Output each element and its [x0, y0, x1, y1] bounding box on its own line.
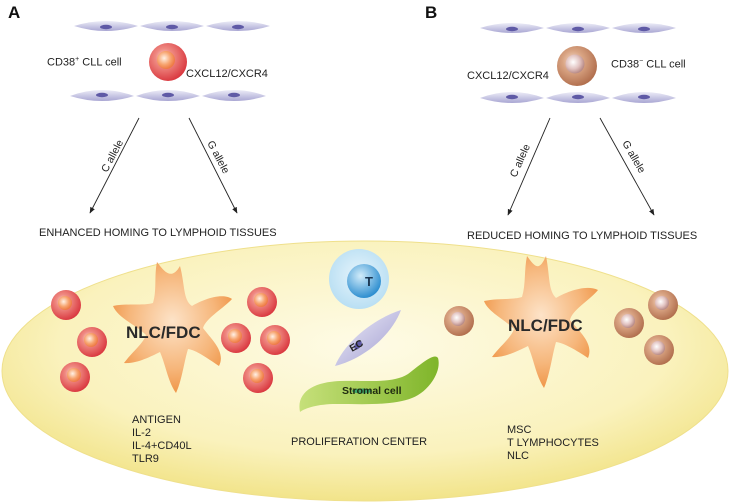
signal-item: MSC: [507, 424, 532, 436]
signal-item: T LYMPHOCYTES: [507, 437, 599, 449]
signal-item: NLC: [507, 450, 530, 462]
receptor-label-a: CXCL12/CXCR4: [186, 68, 268, 80]
signal-item: ANTIGEN: [132, 414, 181, 426]
endothelium-top-b: [480, 23, 676, 33]
homing-text-b: REDUCED HOMING TO LYMPHOID TISSUES: [467, 230, 698, 242]
cll-cell-label-a: CD38+ CLL cell: [47, 56, 122, 69]
receptor-label-b: CXCL12/CXCR4: [467, 70, 549, 82]
nlc-fdc-label-a: NLC/FDC: [126, 323, 201, 342]
cll-cells-tissue-a: [51, 287, 290, 393]
stromal-cell-label: Stromal cell: [342, 385, 402, 397]
proliferation-center-label: PROLIFERATION CENTER: [291, 436, 428, 448]
arrow-g-allele-a: [188, 117, 238, 214]
endothelium-bottom-a: [70, 90, 266, 101]
panel-label-b: B: [425, 3, 438, 22]
t-cell: T: [329, 249, 389, 309]
endothelial-cell: EC: [335, 310, 401, 366]
cll-cell-cd38-positive: [149, 43, 187, 81]
arrow-c-allele-b: [507, 117, 551, 216]
allele-label-c-b: C allele: [508, 142, 533, 179]
homing-text-a: ENHANCED HOMING TO LYMPHOID TISSUES: [39, 227, 277, 239]
cll-cell-cd38-negative: [557, 46, 597, 86]
arrow-g-allele-b: [599, 117, 655, 216]
signal-item: IL-4+CD40L: [132, 440, 192, 452]
signal-item: IL-2: [132, 427, 151, 439]
stromal-cell: Stromal cell: [299, 356, 439, 412]
allele-label-g-b: G allele: [619, 139, 647, 176]
endothelium-bottom-b: [480, 92, 676, 103]
cll-cells-tissue-b: [444, 290, 678, 365]
cll-cell-label-b: CD38− CLL cell: [611, 58, 686, 71]
t-cell-label: T: [365, 274, 373, 289]
arrow-c-allele-a: [89, 117, 140, 214]
endothelium-top-a: [74, 21, 270, 31]
nlc-fdc-cell-a: [113, 262, 232, 393]
panel-label-a: A: [8, 3, 21, 22]
signal-item: TLR9: [132, 453, 159, 465]
signals-list-a: ANTIGEN IL-2 IL-4+CD40L TLR9: [132, 414, 192, 466]
nlc-fdc-cell-b: [484, 256, 598, 388]
signals-list-b: MSC T LYMPHOCYTES NLC: [507, 424, 599, 463]
nlc-fdc-label-b: NLC/FDC: [508, 316, 583, 335]
